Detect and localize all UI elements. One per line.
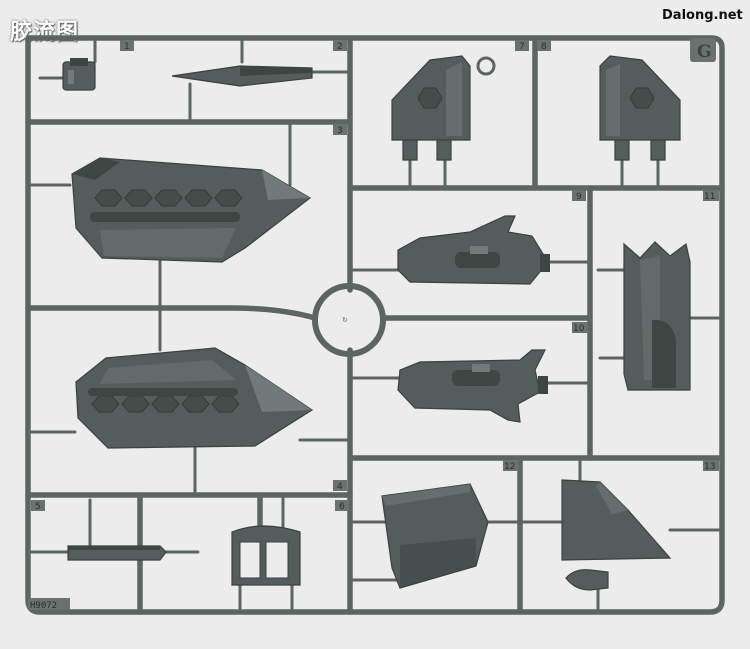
runner-letter: G <box>697 42 712 62</box>
part-12 <box>381 483 489 589</box>
part-9 <box>397 215 550 285</box>
tag-1: 1 <box>124 42 130 52</box>
tag-2: 2 <box>337 42 343 52</box>
hex-row-top <box>94 189 243 207</box>
watermark-cn: 胶流图 <box>10 20 80 45</box>
tag-9: 9 <box>576 192 582 202</box>
part-8 <box>599 55 681 161</box>
runner-h3l <box>25 305 318 321</box>
tag-6: 6 <box>339 502 345 512</box>
hex-row-bottom <box>91 395 240 413</box>
tag-13: 13 <box>704 462 715 472</box>
part-1 <box>62 58 96 91</box>
part-4 <box>75 347 314 449</box>
part-3 <box>71 157 312 263</box>
tag-12: 12 <box>504 462 515 472</box>
ring-mark: ↻ <box>342 316 348 324</box>
part-5 <box>67 545 167 561</box>
runner-code: H9072 <box>30 601 57 611</box>
tag-11: 11 <box>704 192 715 202</box>
watermark-en: Dalong.net <box>662 8 743 23</box>
tag-3: 3 <box>337 126 343 136</box>
part-2 <box>171 65 313 87</box>
gates <box>28 38 722 612</box>
tag-4: 4 <box>337 482 343 492</box>
runner-loop <box>476 56 496 76</box>
part-11 <box>623 241 691 391</box>
tag-7: 7 <box>519 42 525 52</box>
part-7 <box>391 55 471 161</box>
part-6 <box>231 525 301 586</box>
tag-10: 10 <box>573 324 585 334</box>
tag-5: 5 <box>35 502 41 512</box>
tag-8: 8 <box>541 42 547 52</box>
runner-ring <box>312 283 386 357</box>
part-tags: 1 2 3 4 5 6 7 8 9 10 11 12 13 <box>28 38 719 611</box>
part-13 <box>561 479 672 591</box>
part-10 <box>397 349 548 423</box>
